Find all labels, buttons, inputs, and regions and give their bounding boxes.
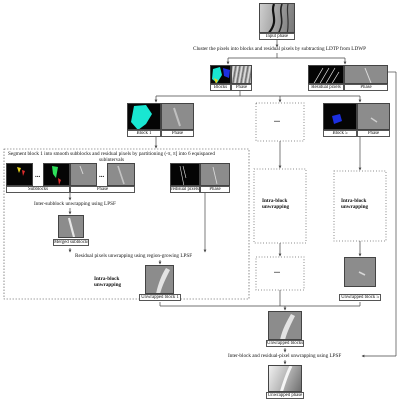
cluster-step-text: Cluster the pixels into blocks and resid… bbox=[193, 46, 366, 52]
block1-residual-image bbox=[170, 163, 200, 186]
block1-phase-label: Phase bbox=[161, 130, 194, 137]
block1-phase-image bbox=[161, 103, 194, 130]
segment-step-line1: Segment block 1 into smooth subblocks an… bbox=[8, 151, 215, 157]
unwrapped-blocks-label: Unwrapped blocks bbox=[266, 340, 304, 347]
residual-pixels-image bbox=[308, 65, 344, 84]
final-step-text: Inter-block and residual-pixel unwrappin… bbox=[228, 353, 342, 359]
residual-region-step-text: Residual pixels unwrapping using region-… bbox=[75, 253, 193, 259]
unwrapped-phase-image bbox=[268, 365, 302, 392]
subblocks-phase-label: Phase bbox=[70, 186, 135, 193]
ellipsis-top: ... bbox=[274, 115, 280, 124]
redisual-phase-label: Phase bbox=[200, 186, 230, 193]
blocks-phase-label: Phase bbox=[231, 84, 252, 91]
unwrapped-phase-label: Unwrapped phase bbox=[266, 392, 304, 399]
block1-image bbox=[127, 103, 161, 130]
residual-phase-image bbox=[344, 65, 388, 84]
block5-phase-image bbox=[357, 103, 390, 130]
ellipsis-subblocks: ... bbox=[35, 171, 41, 179]
subblocks-label: Subblocks bbox=[6, 186, 70, 193]
merged-subblocks-label: Merged subblocks bbox=[53, 239, 89, 246]
input-phase-image bbox=[259, 3, 295, 33]
blocks-image bbox=[210, 65, 231, 84]
redisual-pixels-label: redisual pixels bbox=[170, 186, 200, 193]
subblock-image-2 bbox=[43, 163, 70, 186]
block5-label: Block 5 bbox=[323, 130, 357, 137]
block1-label: Block 1 bbox=[127, 130, 161, 137]
ellipsis-bottom: ... bbox=[274, 266, 280, 275]
ellipsis-subphase: ... bbox=[99, 171, 105, 179]
block1-residual-phase-image bbox=[200, 163, 230, 186]
merged-subblocks-image bbox=[58, 215, 84, 238]
block5-phase-label: Phase bbox=[357, 130, 390, 137]
subblock-phase-image-2 bbox=[107, 163, 135, 186]
blocks-phase-image bbox=[231, 65, 252, 84]
intersubblock-step-text: Inter-subblock unwrapping using LPSF bbox=[34, 201, 116, 207]
unwrapped-block1-image bbox=[145, 265, 174, 294]
unwrapped-block1-label: Unwrapped block 1 bbox=[139, 294, 181, 301]
residual-pixels-label: Residual pixels bbox=[308, 84, 344, 91]
block5-image bbox=[323, 103, 357, 130]
unwrapped-blocks-image bbox=[268, 311, 302, 340]
unwrapped-block5-label: Unwrapped block 5 bbox=[339, 294, 381, 301]
intra-block-label-mid: Intra-block unwrapping bbox=[262, 198, 290, 210]
residual-phase-label: Phase bbox=[344, 84, 388, 91]
blocks-label: Blocks bbox=[210, 84, 231, 91]
input-phase-label: Input phase bbox=[259, 33, 295, 40]
subblock-phase-image-1 bbox=[70, 163, 97, 186]
subblock-image-1 bbox=[6, 163, 33, 186]
segment-step-line2: subintervals bbox=[99, 157, 125, 163]
unwrapped-block5-image bbox=[344, 257, 376, 287]
intra-block-label-left: Intra-block unwrapping bbox=[94, 276, 122, 288]
intra-block-label-right: Intra-block unwrapping bbox=[341, 198, 369, 210]
